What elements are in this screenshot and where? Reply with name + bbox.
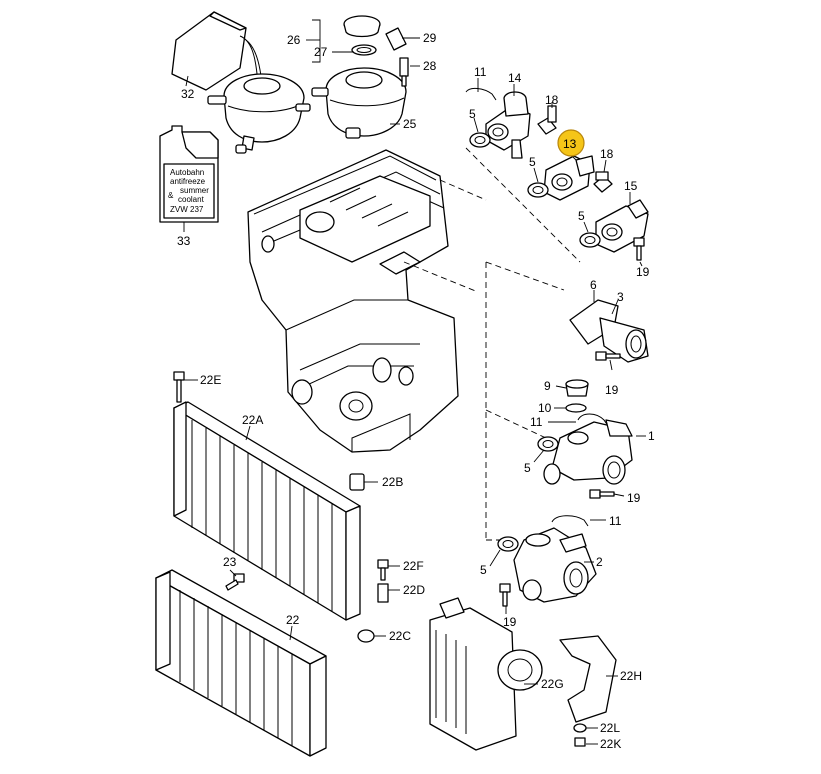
flange-3-gasket-6 bbox=[569, 299, 649, 363]
flange-13 bbox=[543, 155, 595, 201]
cap-9-seal-10 bbox=[565, 379, 589, 413]
sensor-28-29 bbox=[385, 27, 409, 87]
label-22H: 22H bbox=[620, 669, 642, 683]
label-28: 28 bbox=[423, 59, 437, 73]
label-5-a: 5 bbox=[469, 107, 476, 121]
label-33: 33 bbox=[177, 234, 191, 248]
clip-11-low bbox=[551, 515, 589, 527]
label-22G: 22G bbox=[541, 677, 564, 691]
flange-14 bbox=[485, 91, 531, 159]
label-19-d: 19 bbox=[503, 615, 517, 629]
label-1: 1 bbox=[648, 429, 655, 443]
fasteners-22L-22K bbox=[573, 723, 587, 747]
sensor-18-top bbox=[537, 105, 557, 135]
label-19-a: 19 bbox=[636, 265, 650, 279]
fasteners-22F-22D-22C bbox=[357, 559, 389, 643]
bolt-19-a bbox=[633, 237, 645, 261]
sensor-18-right bbox=[593, 171, 613, 193]
label-22D: 22D bbox=[403, 583, 425, 597]
label-18-a: 18 bbox=[545, 93, 559, 107]
highlight-marker-13[interactable] bbox=[557, 129, 585, 157]
thermostat-housing-1 bbox=[543, 419, 633, 485]
oring-5-c bbox=[579, 232, 601, 248]
radiator-22 bbox=[155, 569, 327, 757]
bracket-22H bbox=[559, 635, 617, 723]
leader-lines bbox=[184, 19, 646, 745]
bolt-19-c bbox=[589, 489, 615, 499]
expansion-tank-right bbox=[311, 67, 407, 139]
radiator-22A-fins bbox=[191, 420, 333, 612]
label-18-b: 18 bbox=[600, 147, 614, 161]
bottle-text-6: ZVW 237 bbox=[170, 205, 204, 214]
label-15: 15 bbox=[624, 179, 638, 193]
label-3: 3 bbox=[617, 290, 624, 304]
bottle-text-1: Autobahn bbox=[170, 168, 204, 177]
oring-5-top bbox=[469, 132, 491, 148]
radiator-22A bbox=[173, 401, 365, 621]
expansion-tank-left bbox=[207, 73, 311, 154]
label-19-c: 19 bbox=[627, 491, 641, 505]
radiator-22-fins bbox=[179, 590, 293, 746]
label-13: 13 bbox=[563, 137, 577, 151]
bolt-19-d bbox=[499, 583, 511, 607]
label-2: 2 bbox=[596, 555, 603, 569]
label-23: 23 bbox=[223, 555, 237, 569]
antifreeze-bottle-33: Autobahn antifreeze summer & coolant ZVW… bbox=[159, 125, 219, 232]
label-26: 26 bbox=[287, 33, 301, 47]
label-11-b: 11 bbox=[530, 415, 543, 429]
label-5-e: 5 bbox=[480, 563, 487, 577]
engine-block bbox=[247, 149, 459, 453]
label-22E: 22E bbox=[200, 373, 221, 387]
label-11-c: 11 bbox=[609, 514, 622, 528]
label-29: 29 bbox=[423, 31, 437, 45]
cap-26 bbox=[343, 15, 381, 38]
bolt-23 bbox=[225, 573, 245, 591]
label-22B: 22B bbox=[382, 475, 403, 489]
part-labels: 1 2 3 5 5 5 5 5 6 9 10 11 11 11 13 14 15… bbox=[177, 31, 655, 751]
label-5-c: 5 bbox=[578, 209, 585, 223]
bottle-text-2: antifreeze bbox=[170, 177, 206, 186]
bottle-text-4: & bbox=[168, 191, 174, 200]
bolt-22E bbox=[173, 371, 185, 403]
label-22F: 22F bbox=[403, 559, 424, 573]
oring-5-b bbox=[527, 182, 549, 198]
label-11-a: 11 bbox=[474, 65, 487, 79]
bottle-text-5: coolant bbox=[178, 195, 205, 204]
label-5-d: 5 bbox=[524, 461, 531, 475]
seal-27 bbox=[351, 44, 377, 56]
label-10: 10 bbox=[538, 401, 552, 415]
label-22C: 22C bbox=[389, 629, 411, 643]
label-22L: 22L bbox=[600, 721, 620, 735]
assembly-guide-lines bbox=[403, 147, 581, 541]
label-22A: 22A bbox=[242, 413, 263, 427]
label-9: 9 bbox=[544, 379, 551, 393]
label-6: 6 bbox=[590, 278, 597, 292]
label-27: 27 bbox=[314, 45, 328, 59]
label-22K: 22K bbox=[600, 737, 621, 751]
bolt-19-b bbox=[595, 351, 621, 361]
oring-5-d bbox=[537, 436, 559, 452]
intercooler-22G bbox=[429, 597, 543, 751]
label-5-b: 5 bbox=[529, 155, 536, 169]
label-25: 25 bbox=[403, 117, 417, 131]
label-19-b: 19 bbox=[605, 383, 619, 397]
clip-11-top bbox=[465, 87, 497, 101]
clip-11-mid bbox=[577, 413, 609, 427]
label-22: 22 bbox=[286, 613, 300, 627]
oring-5-e bbox=[497, 536, 519, 552]
label-14: 14 bbox=[508, 71, 522, 85]
bottle-text-3: summer bbox=[180, 186, 209, 195]
housing-2 bbox=[513, 527, 597, 603]
label-32: 32 bbox=[181, 87, 195, 101]
